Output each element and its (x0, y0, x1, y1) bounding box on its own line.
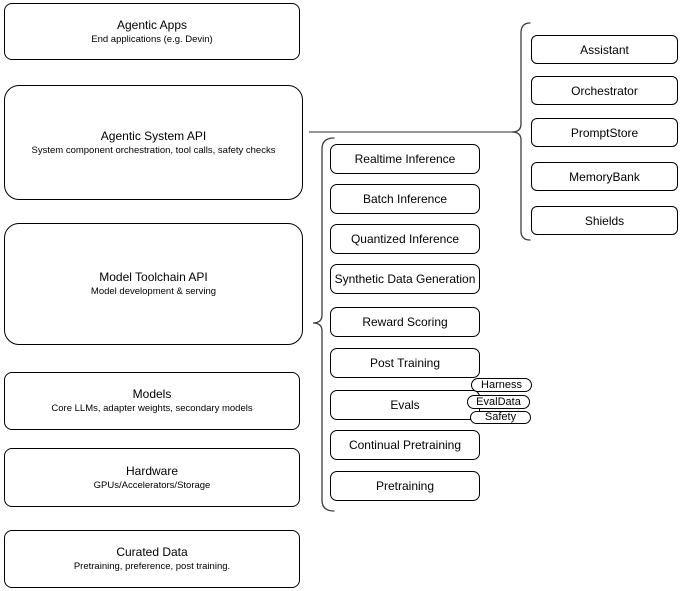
tag-evaldata: EvalData (467, 395, 530, 409)
node-shields: Shields (531, 206, 678, 235)
node-reward-scoring: Reward Scoring (330, 307, 480, 337)
node-subtitle: GPUs/Accelerators/Storage (93, 479, 211, 491)
node-label: Quantized Inference (350, 232, 460, 246)
node-model-toolchain-api: Model Toolchain API Model development & … (4, 223, 303, 345)
node-post-training: Post Training (330, 348, 480, 378)
tag-label: Safety (484, 411, 517, 423)
tag-label: Harness (481, 378, 522, 391)
node-subtitle: System component orchestration, tool cal… (31, 144, 276, 156)
node-label: Post Training (369, 356, 441, 370)
node-label: Shields (584, 213, 625, 228)
node-subtitle: Pretraining, preference, post training. (73, 561, 231, 572)
node-label: MemoryBank (569, 169, 640, 184)
node-label: PromptStore (570, 125, 639, 140)
node-curated-data: Curated Data Pretraining, preference, po… (4, 530, 300, 588)
node-label: Pretraining (375, 479, 435, 493)
tag-safety: Safety (470, 411, 531, 424)
node-title: Curated Data (116, 545, 188, 559)
node-pretraining: Pretraining (330, 471, 480, 501)
node-label: Continual Pretraining (348, 438, 462, 452)
node-label: Orchestrator (571, 83, 638, 98)
node-evals: Evals (330, 390, 480, 420)
node-agentic-system-api: Agentic System API System component orch… (4, 85, 303, 200)
node-continual-pretraining: Continual Pretraining (330, 430, 480, 460)
node-title: Agentic Apps (116, 17, 188, 32)
node-hardware: Hardware GPUs/Accelerators/Storage (4, 448, 300, 507)
node-label: Synthetic Data Generation (334, 272, 476, 286)
node-batch-inference: Batch Inference (330, 184, 480, 214)
node-realtime-inference: Realtime Inference (330, 144, 480, 174)
node-title: Hardware (125, 463, 179, 478)
node-subtitle: Core LLMs, adapter weights, secondary mo… (51, 403, 253, 414)
node-title: Agentic System API (100, 128, 207, 143)
node-label: Evals (390, 398, 420, 412)
node-title: Model Toolchain API (99, 270, 208, 284)
node-orchestrator: Orchestrator (531, 76, 678, 105)
node-label: Assistant (580, 42, 629, 57)
node-assistant: Assistant (531, 35, 678, 64)
node-label: Batch Inference (362, 192, 448, 206)
tag-label: EvalData (476, 395, 521, 408)
node-title: Models (132, 387, 172, 401)
node-label: Reward Scoring (362, 315, 448, 329)
node-promptstore: PromptStore (531, 118, 678, 147)
system-brace (511, 22, 531, 241)
node-quantized-inference: Quantized Inference (330, 224, 480, 254)
node-label: Realtime Inference (354, 152, 456, 166)
tag-harness: Harness (471, 378, 532, 392)
toolchain-brace (312, 137, 335, 512)
node-subtitle: End applications (e.g. Devin) (91, 33, 213, 45)
node-memorybank: MemoryBank (531, 162, 678, 191)
node-agentic-apps: Agentic Apps End applications (e.g. Devi… (4, 3, 300, 60)
node-subtitle: Model development & serving (90, 286, 217, 297)
node-models: Models Core LLMs, adapter weights, secon… (4, 372, 300, 430)
node-synthetic-data-generation: Synthetic Data Generation (330, 264, 480, 294)
